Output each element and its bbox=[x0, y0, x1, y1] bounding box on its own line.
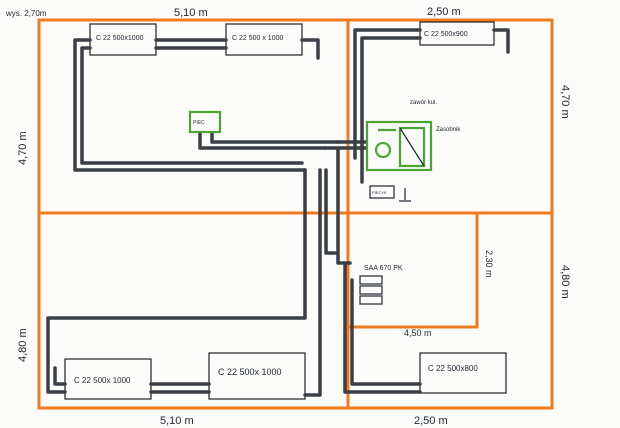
dim-bottom-left: 5,10 m bbox=[160, 415, 194, 427]
controller-label: PIECYK bbox=[372, 190, 387, 195]
distributor-coil bbox=[359, 295, 383, 305]
radiator-bottom-1-label: C 22 500x 1000 bbox=[74, 376, 131, 385]
radiator-bottom-2 bbox=[208, 352, 306, 400]
pipe bbox=[324, 168, 337, 255]
radiator-top-1 bbox=[89, 23, 157, 56]
pipe bbox=[303, 168, 322, 397]
pipe bbox=[353, 28, 422, 160]
distributor-coil bbox=[359, 285, 383, 295]
wall-inner-room bbox=[346, 211, 479, 329]
boiler-room-equipment bbox=[188, 110, 433, 172]
pipe bbox=[300, 38, 320, 60]
pump-symbol bbox=[399, 127, 425, 167]
controller-box bbox=[369, 185, 395, 199]
piec-unit bbox=[188, 110, 222, 134]
radiator-bottom-1 bbox=[64, 358, 152, 400]
radiator-bottom-3-label: C 22 500x800 bbox=[428, 364, 478, 373]
pipe bbox=[343, 263, 422, 394]
distributor-coil bbox=[359, 275, 383, 285]
boiler-details bbox=[359, 127, 425, 305]
radiators bbox=[64, 21, 507, 400]
dim-inner-width: 4,50 m bbox=[404, 328, 432, 338]
pipe bbox=[336, 148, 352, 265]
radiator-top-3 bbox=[419, 21, 495, 46]
pipe bbox=[46, 353, 67, 394]
height-note: wys. 2,70m bbox=[5, 9, 47, 18]
pipe bbox=[73, 38, 307, 172]
pipe bbox=[53, 366, 67, 386]
vessel-label: zawór kul. bbox=[410, 100, 437, 106]
pipe bbox=[210, 128, 340, 144]
walls bbox=[37, 18, 554, 410]
dim-left-upper: 4,70 m bbox=[17, 131, 29, 165]
distributor-label: SAA 670 PK bbox=[364, 265, 403, 272]
dim-right-lower: 4,80 m bbox=[559, 265, 571, 299]
dim-left-lower: 4,80 m bbox=[17, 328, 29, 362]
pipe bbox=[80, 46, 304, 165]
dim-right-upper: 4,70 m bbox=[559, 85, 571, 119]
pipe bbox=[198, 128, 327, 150]
dim-inner-height: 2,30 m bbox=[484, 250, 494, 278]
pipe bbox=[46, 168, 307, 357]
radiator-bottom-3 bbox=[419, 352, 507, 394]
dim-top-right: 2,50 m bbox=[427, 6, 461, 18]
boiler-label: Zasobnik bbox=[436, 127, 461, 133]
radiator-top-3-label: C 22 500x900 bbox=[424, 31, 468, 38]
pipe bbox=[360, 36, 422, 152]
piec-label: PIEC bbox=[193, 120, 205, 126]
dim-bottom-right: 2,50 m bbox=[414, 415, 448, 427]
pipe bbox=[350, 278, 422, 386]
pipe bbox=[492, 28, 510, 54]
dim-top-left: 5,10 m bbox=[174, 7, 208, 19]
radiator-top-1-label: C 22 500x1000 bbox=[96, 35, 144, 42]
radiator-bottom-2-label: C 22 500x 1000 bbox=[218, 367, 282, 377]
boiler-circle bbox=[374, 141, 392, 159]
radiator-top-2-label: C 22 500 x 1000 bbox=[232, 35, 283, 42]
radiator-top-2 bbox=[225, 23, 303, 56]
pipe-network bbox=[46, 28, 510, 397]
